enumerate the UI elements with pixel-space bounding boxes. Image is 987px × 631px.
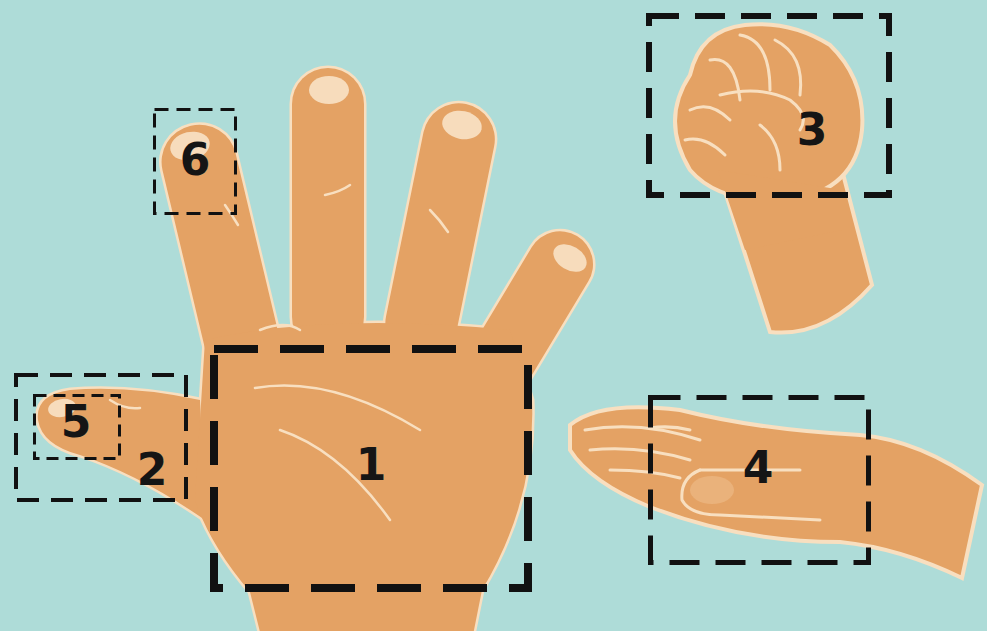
dashed-frame: 25 <box>14 373 188 502</box>
dashed-frame: 6 <box>153 108 237 215</box>
callout-number: 1 <box>356 443 387 487</box>
palm-lines <box>110 185 448 520</box>
frame-outline <box>646 13 892 198</box>
dashed-frame: 3 <box>646 13 892 198</box>
dashed-frame: 1 <box>210 345 532 592</box>
dashed-border <box>214 349 528 588</box>
dashed-border <box>35 396 120 459</box>
dashed-frame: 4 <box>648 395 871 565</box>
dashed-frame: 5 <box>33 394 121 460</box>
fist <box>675 24 872 332</box>
dashed-border <box>649 16 889 195</box>
dashed-border <box>155 110 236 214</box>
cupped-hand <box>570 407 982 578</box>
callout-number: 4 <box>743 446 774 490</box>
dashed-border <box>651 398 869 563</box>
callout-number: 3 <box>797 108 828 152</box>
dashed-border <box>16 375 186 500</box>
callout-number: 2 <box>137 448 168 492</box>
callout-number: 5 <box>61 400 92 444</box>
open-hand-fill <box>38 68 606 631</box>
thumbnail <box>690 476 734 504</box>
open-hand-outline <box>38 68 606 631</box>
callout-number: 6 <box>180 138 211 182</box>
fingernail-highlights <box>47 76 592 419</box>
